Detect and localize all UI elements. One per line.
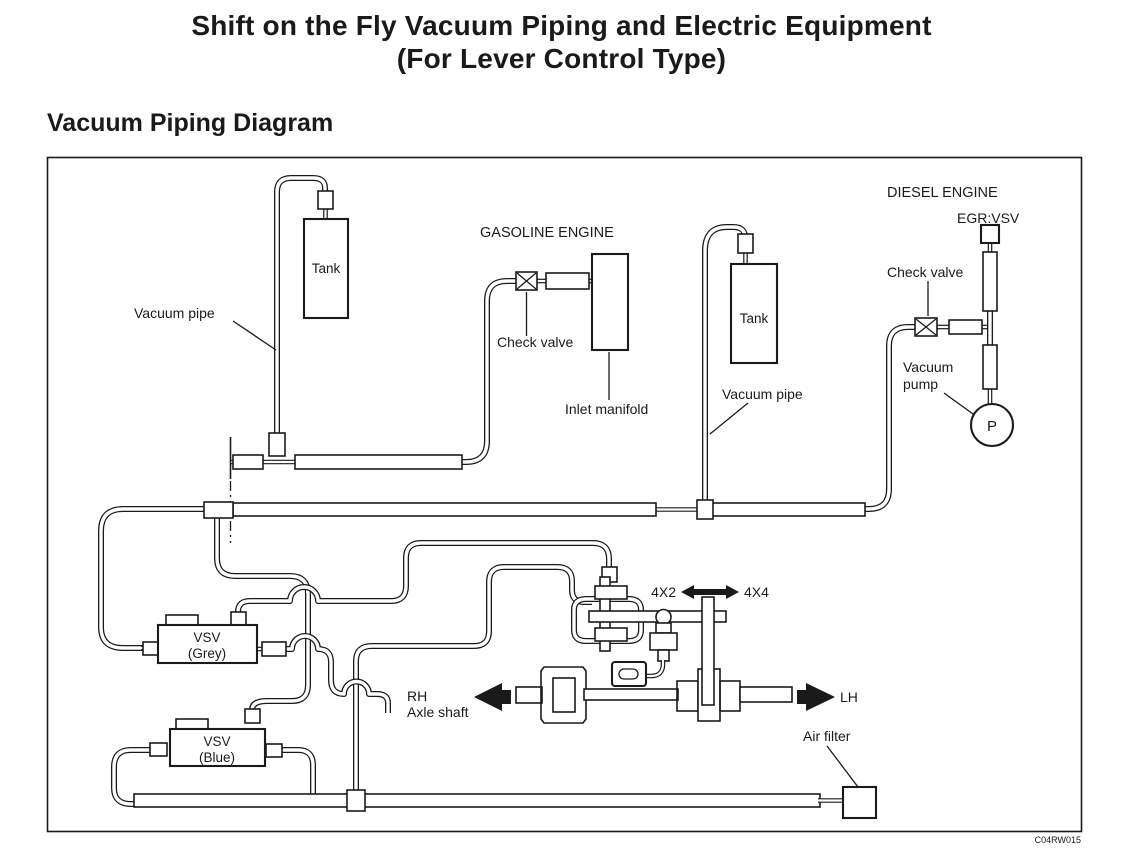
gasoline-hose <box>545 272 590 290</box>
pump-symbol-label: P <box>987 418 997 435</box>
right-tank-connector <box>737 233 754 254</box>
left-vacuum-pipe-leader <box>232 320 277 351</box>
left-tank-circuit: Tank Vacuum pipe <box>134 175 350 455</box>
vsv-blue-box <box>168 727 267 768</box>
gasoline-check-valve-label: Check valve <box>497 334 573 350</box>
right-tank-box <box>729 262 779 365</box>
gasoline-check-valve-symbol <box>515 271 538 291</box>
vacuum-pump-label-line1: Vacuum <box>903 359 953 375</box>
shift-fork <box>701 596 715 706</box>
gasoline-engine-group: GASOLINE ENGINE Check valve Inlet manifo… <box>480 225 648 417</box>
axle-shaft-rod <box>583 688 679 701</box>
left-tank-box <box>302 217 350 320</box>
diesel-check-valve-label: Check valve <box>887 264 963 280</box>
left-tank-connector <box>317 190 334 210</box>
right-tank-label: Tank <box>740 311 769 326</box>
egr-vsv-box <box>979 223 1001 245</box>
actuator-supply-route <box>353 564 592 796</box>
air-filter-box <box>841 785 878 820</box>
vacuum-pump-label-line2: pump <box>903 376 938 392</box>
egr-vsv-label: EGR:VSV <box>957 210 1020 226</box>
air-filter-leader <box>826 745 859 788</box>
diesel-engine-group: P DIESEL ENGINE EGR:VSV Check valve Vacu… <box>887 185 1020 448</box>
vsv-grey-box <box>156 623 259 665</box>
page-title-line2: (For Lever Control Type) <box>396 43 727 74</box>
vacuum-pump-symbol <box>969 402 1015 448</box>
air-filter-label: Air filter <box>803 728 851 744</box>
page-title-line1: Shift on the Fly Vacuum Piping and Elect… <box>191 10 932 41</box>
right-tank-circuit: Tank Vacuum pipe <box>702 224 803 502</box>
mode-indicator: 4X2 4X4 <box>651 584 769 600</box>
axle-shaft-label: Axle shaft <box>407 704 469 720</box>
vacuum-pump-leader <box>943 392 974 415</box>
vsv-grey-group: VSV (Grey) <box>141 540 612 713</box>
main-vacuum-run <box>98 324 918 714</box>
left-vacuum-pipe-label: Vacuum pipe <box>134 305 215 321</box>
connector-slot <box>618 668 639 680</box>
spline-right <box>719 680 741 712</box>
pump-hose <box>982 344 998 390</box>
right-vacuum-pipe-leader <box>709 402 749 435</box>
lh-label: LH <box>840 689 858 705</box>
diesel-hose <box>948 319 983 335</box>
diagram-border <box>46 156 1083 833</box>
section-heading: Vacuum Piping Diagram <box>47 109 334 137</box>
axle-assembly: RH Axle shaft LH <box>407 596 858 724</box>
vsv-blue-label-line2: (Blue) <box>199 750 235 765</box>
inlet-manifold-box <box>590 252 630 352</box>
differential-joint <box>540 666 587 724</box>
right-vacuum-pipe-label: Vacuum pipe <box>722 386 803 402</box>
upper-vacuum-run <box>229 278 517 543</box>
egr-hose-upper <box>982 251 998 312</box>
mode-double-arrow <box>681 585 739 599</box>
rh-arrow <box>474 683 511 711</box>
left-tank-label: Tank <box>312 261 341 276</box>
switch-connector <box>610 660 648 688</box>
rh-label: RH <box>407 688 427 704</box>
vsv-grey-label-line2: (Grey) <box>188 646 226 661</box>
inlet-manifold-label: Inlet manifold <box>565 401 648 417</box>
spline-left <box>676 680 699 712</box>
vsv-blue-label-line1: VSV <box>203 734 230 749</box>
figure-code: C04RW015 <box>1035 835 1081 845</box>
vsv-blue-group: Air filter VSV (Blue) <box>111 708 878 820</box>
page-title: Shift on the Fly Vacuum Piping and Elect… <box>0 9 1123 75</box>
mode-4x4-label: 4X4 <box>744 584 769 600</box>
indicator-switch <box>649 622 678 662</box>
diesel-engine-label: DIESEL ENGINE <box>887 185 998 201</box>
diesel-check-valve-symbol <box>914 317 938 337</box>
vsv-grey-label-line1: VSV <box>193 630 220 645</box>
vent-run <box>133 793 821 808</box>
shift-actuator-group <box>571 566 727 688</box>
lh-arrow <box>797 683 835 711</box>
gasoline-engine-label: GASOLINE ENGINE <box>480 225 614 241</box>
mode-4x2-label: 4X2 <box>651 584 676 600</box>
